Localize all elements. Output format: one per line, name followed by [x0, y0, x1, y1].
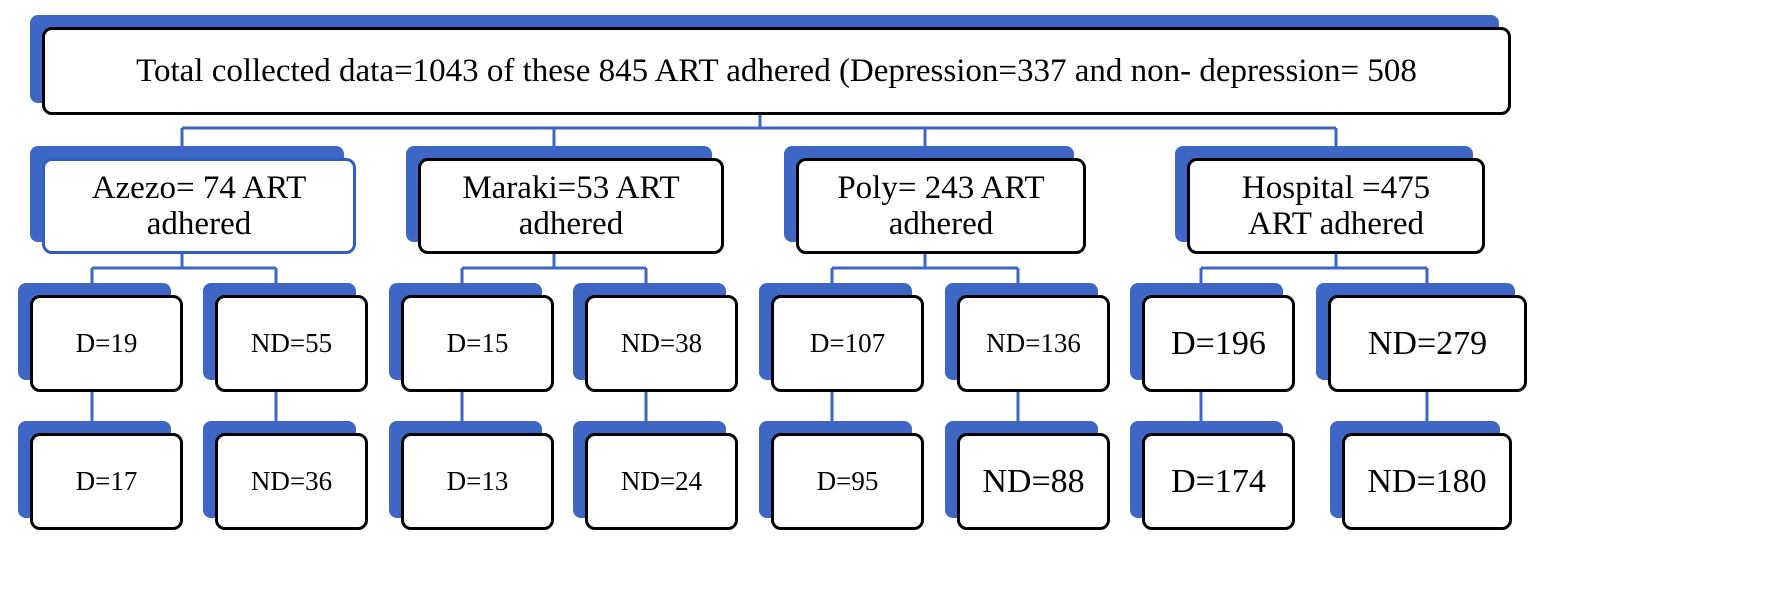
site-node-poly-label: Poly= 243 ART adhered	[837, 169, 1045, 242]
hospital-d-label: D=196	[1171, 324, 1266, 362]
maraki-d2-node: D=13	[389, 421, 554, 530]
azezo-d2-node-box: D=17	[30, 433, 183, 530]
poly-d2-node-box: D=95	[771, 433, 924, 530]
hospital-d-node-box: D=196	[1142, 295, 1295, 392]
maraki-nd-node: ND=38	[573, 283, 738, 392]
poly-nd-label: ND=136	[986, 327, 1081, 358]
hospital-nd2-node: ND=180	[1330, 421, 1512, 530]
maraki-nd2-label: ND=24	[620, 465, 703, 496]
maraki-d-label: D=15	[446, 327, 509, 358]
site-node-hospital: Hospital =475 ART adhered	[1175, 146, 1485, 254]
maraki-d-node: D=15	[389, 283, 554, 392]
hospital-nd-node-box: ND=279	[1328, 295, 1527, 392]
hospital-d2-label: D=174	[1171, 462, 1266, 500]
maraki-d-node-box: D=15	[401, 295, 554, 392]
poly-nd2-node-box: ND=88	[957, 433, 1110, 530]
azezo-d-label: D=19	[75, 327, 138, 358]
azezo-d-node: D=19	[18, 283, 183, 392]
azezo-nd-node-box: ND=55	[215, 295, 368, 392]
root-node-label: Total collected data=1043 of these 845 A…	[136, 52, 1417, 89]
maraki-nd-label: ND=38	[620, 327, 703, 358]
azezo-nd-node: ND=55	[203, 283, 368, 392]
hospital-nd2-label: ND=180	[1367, 462, 1487, 500]
hospital-nd-label: ND=279	[1367, 324, 1488, 362]
hospital-d2-node-box: D=174	[1142, 433, 1295, 530]
site-node-maraki-box: Maraki=53 ART adhered	[418, 158, 724, 254]
poly-nd2-node: ND=88	[945, 421, 1110, 530]
poly-d-node: D=107	[759, 283, 924, 392]
hospital-nd2-node-box: ND=180	[1342, 433, 1512, 530]
maraki-d2-label: D=13	[446, 465, 509, 496]
azezo-d2-label: D=17	[75, 465, 138, 496]
site-node-poly: Poly= 243 ART adhered	[784, 146, 1086, 254]
azezo-d-node-box: D=19	[30, 295, 183, 392]
azezo-nd2-node: ND=36	[203, 421, 368, 530]
poly-nd-node: ND=136	[945, 283, 1110, 392]
azezo-nd-label: ND=55	[250, 327, 333, 358]
site-node-maraki-label: Maraki=53 ART adhered	[462, 169, 680, 242]
site-node-hospital-box: Hospital =475 ART adhered	[1187, 158, 1485, 254]
poly-d-label: D=107	[809, 327, 886, 358]
hospital-nd-node: ND=279	[1316, 283, 1527, 392]
hospital-d-node: D=196	[1130, 283, 1295, 392]
site-node-azezo-label: Azezo= 74 ART adhered	[91, 169, 307, 242]
site-node-maraki: Maraki=53 ART adhered	[406, 146, 724, 254]
root-node-box: Total collected data=1043 of these 845 A…	[42, 27, 1511, 115]
poly-nd-node-box: ND=136	[957, 295, 1110, 392]
maraki-nd2-node-box: ND=24	[585, 433, 738, 530]
site-node-azezo-box: Azezo= 74 ART adhered	[42, 158, 356, 254]
azezo-nd2-node-box: ND=36	[215, 433, 368, 530]
root-node: Total collected data=1043 of these 845 A…	[30, 15, 1511, 115]
poly-d2-label: D=95	[816, 465, 879, 496]
azezo-d2-node: D=17	[18, 421, 183, 530]
site-node-hospital-label: Hospital =475 ART adhered	[1241, 169, 1431, 242]
site-node-poly-box: Poly= 243 ART adhered	[796, 158, 1086, 254]
maraki-nd2-node: ND=24	[573, 421, 738, 530]
maraki-nd-node-box: ND=38	[585, 295, 738, 392]
poly-d2-node: D=95	[759, 421, 924, 530]
site-node-azezo: Azezo= 74 ART adhered	[30, 146, 356, 254]
maraki-d2-node-box: D=13	[401, 433, 554, 530]
poly-d-node-box: D=107	[771, 295, 924, 392]
azezo-nd2-label: ND=36	[250, 465, 333, 496]
hospital-d2-node: D=174	[1130, 421, 1295, 530]
poly-nd2-label: ND=88	[982, 462, 1085, 500]
